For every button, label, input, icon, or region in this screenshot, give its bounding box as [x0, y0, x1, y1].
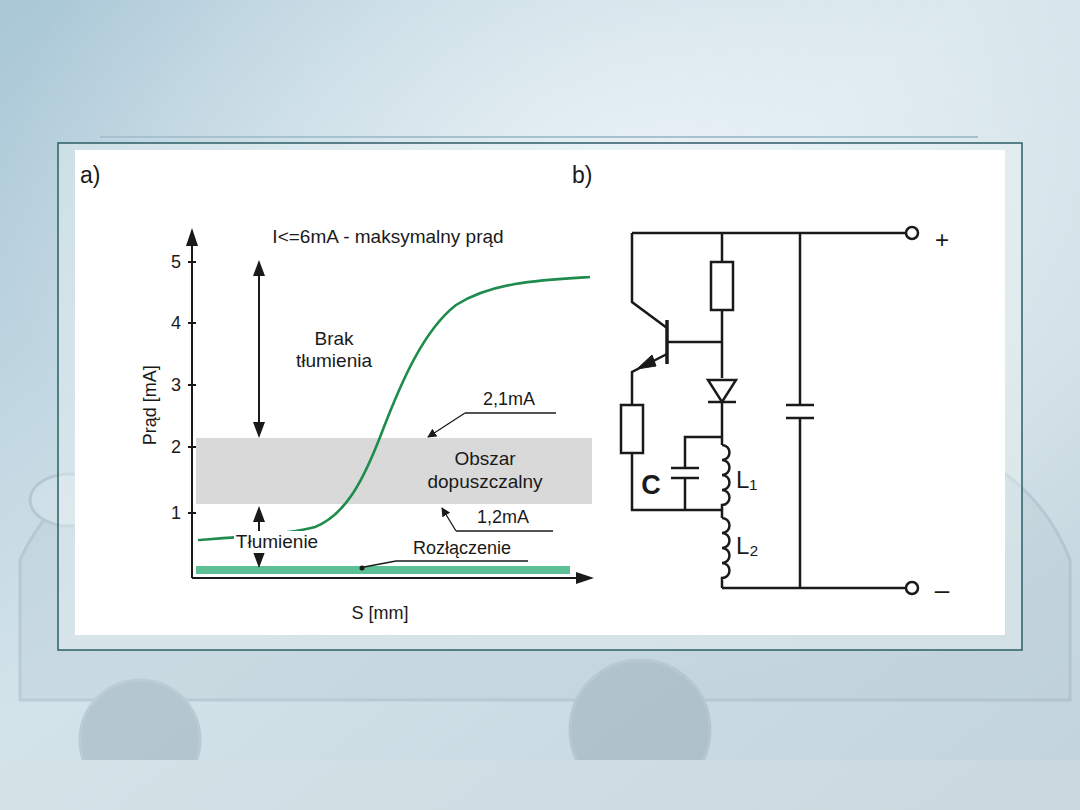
wire	[721, 233, 724, 378]
wire	[632, 232, 905, 235]
transistor-collector	[632, 233, 667, 328]
panel-letter: a)	[80, 162, 100, 188]
band-label: Obszar dopuszczalny	[405, 448, 565, 494]
diode-symbol	[708, 380, 736, 402]
capacitor-plate	[671, 467, 699, 470]
disconnect-bar	[196, 566, 570, 574]
panel-frame	[58, 143, 1022, 650]
terminal-sign: +	[935, 226, 949, 254]
tick	[188, 512, 196, 514]
tick-label: 1	[171, 503, 181, 524]
axis-title: S [mm]	[352, 603, 409, 624]
arrow-head-up	[253, 260, 265, 276]
tick-label: 3	[171, 375, 181, 396]
range-label: Tłumienie	[234, 531, 320, 553]
label-underline	[465, 412, 556, 413]
arrow-head-down	[253, 552, 265, 568]
circuit	[621, 227, 918, 594]
terminal-sign: –	[935, 576, 949, 606]
leader-line	[428, 413, 465, 437]
leader-line	[442, 508, 456, 531]
x-axis	[192, 577, 578, 579]
limit-label: 2,1mA	[483, 389, 535, 410]
wire	[721, 402, 724, 445]
transistor-emitter	[632, 354, 667, 405]
leader-dot	[360, 566, 365, 571]
tick-label: 5	[171, 252, 181, 273]
terminal	[906, 227, 918, 239]
current-curve	[198, 277, 590, 540]
wire	[722, 587, 905, 590]
capacitor-plate	[671, 477, 699, 480]
label-underline	[456, 530, 553, 531]
title-rule	[100, 136, 978, 138]
x-axis-arrow	[576, 572, 594, 584]
wire	[799, 233, 802, 588]
range-arrows	[253, 260, 265, 568]
state-label: Rozłączenie	[413, 538, 511, 559]
inductor-symbol	[722, 445, 730, 518]
resistor-symbol	[711, 262, 733, 310]
panel-letter: b)	[572, 162, 592, 188]
arrow-head-down	[253, 422, 265, 438]
capacitor-plate	[786, 417, 814, 420]
component-name: L₂	[736, 532, 759, 560]
component-name: L₁	[736, 466, 757, 494]
arrow-head-up	[253, 506, 265, 522]
tick	[188, 446, 196, 448]
tick	[188, 322, 196, 324]
wire	[632, 453, 722, 510]
wire	[667, 341, 722, 344]
terminal	[906, 582, 918, 594]
inductor-symbol	[722, 518, 730, 588]
chart-title: I<=6mA - maksymalny prąd	[272, 226, 503, 248]
tick	[188, 384, 196, 386]
road	[0, 760, 1080, 810]
double-arrow-line	[258, 272, 260, 426]
range-label: Brak tłumienia	[274, 328, 394, 372]
tick-label: 4	[171, 313, 181, 334]
emitter-arrow	[637, 355, 656, 369]
wire	[685, 437, 722, 510]
tick	[188, 261, 196, 263]
limit-label: 1,2mA	[477, 507, 529, 528]
y-axis	[191, 244, 193, 578]
panel-ground	[75, 150, 1005, 635]
component-name: C	[641, 470, 661, 501]
axis-title: Prąd [mA]	[140, 365, 161, 445]
chart-axes	[186, 228, 594, 584]
leader-line	[364, 561, 396, 567]
capacitor-plate	[786, 404, 814, 407]
tick-label: 2	[171, 437, 181, 458]
y-axis-arrow	[186, 228, 198, 246]
permitted-band: Obszar dopuszczalny	[196, 438, 592, 504]
label-underline	[396, 560, 528, 561]
resistor-symbol	[621, 405, 643, 453]
